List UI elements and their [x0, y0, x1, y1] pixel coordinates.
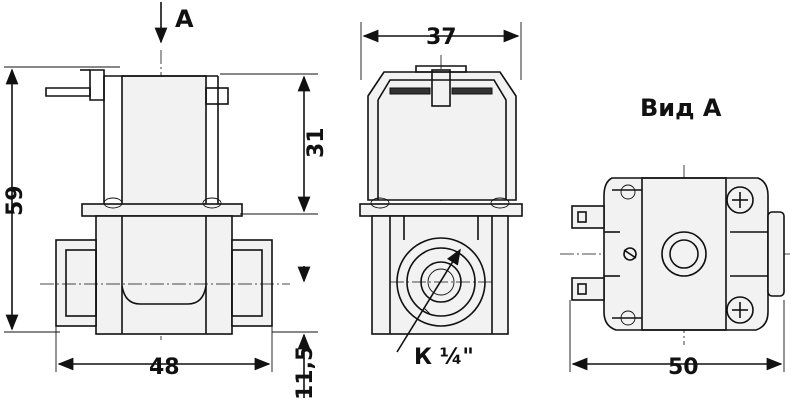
dim-width-bottom: 50	[668, 355, 699, 380]
dim-height-total: 59	[3, 185, 28, 216]
front-view: А 59 31	[3, 2, 329, 400]
side-view: 37 К ¼"	[359, 22, 523, 370]
dim-coil-height: 31	[304, 127, 329, 158]
view-title: Вид А	[640, 94, 722, 122]
view-a: Вид А 50	[560, 94, 790, 380]
outlet-port	[231, 239, 273, 327]
view-arrow-label: А	[175, 5, 194, 33]
dim-port-offset: 11,5	[293, 346, 318, 400]
dim-thread: К ¼"	[414, 345, 474, 370]
dim-width-side: 37	[426, 25, 457, 50]
side-flange	[359, 203, 523, 217]
coil-clip	[367, 71, 517, 201]
coil-housing	[121, 75, 207, 207]
inlet-port	[55, 239, 97, 327]
valve-body	[95, 215, 233, 335]
dim-width-front: 48	[149, 355, 180, 380]
